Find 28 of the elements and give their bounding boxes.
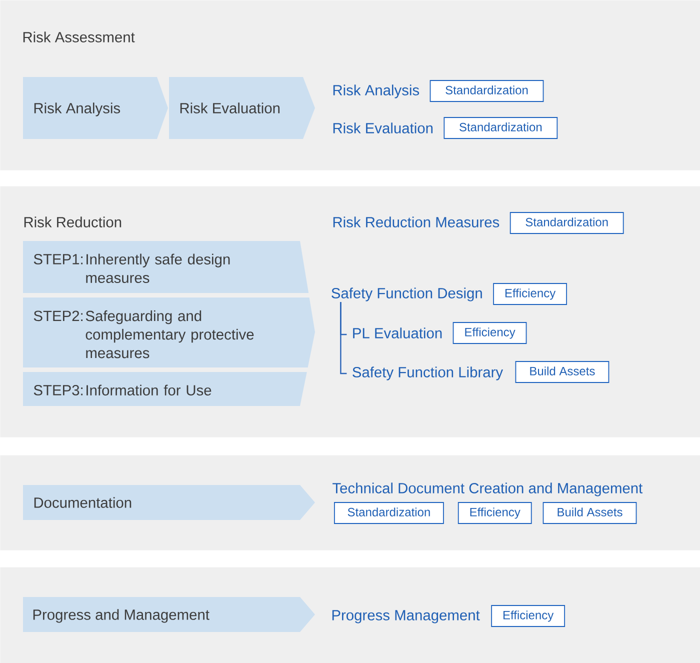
badge: Standardization — [510, 212, 624, 234]
badge: Efficiency — [458, 502, 532, 524]
chevron-box: Risk Evaluation — [169, 77, 315, 139]
badge: Efficiency — [452, 322, 527, 344]
connector-line — [340, 302, 347, 374]
badge: Efficiency — [491, 605, 566, 627]
chevron-box: Documentation — [23, 485, 315, 520]
item-title: Technical Document Creation and Management — [332, 482, 643, 496]
badge: Build Assets — [542, 502, 637, 524]
item-title: Safety Function Library — [352, 366, 504, 380]
step-band: STEP2: Safeguarding and complementary protective measures — [23, 298, 315, 368]
step-band: STEP3: Information for Use — [23, 372, 307, 406]
step-band: STEP1: Inherently safe design measures — [23, 241, 309, 293]
badge: Efficiency — [493, 283, 567, 305]
badge: Build Assets — [515, 361, 610, 383]
item-title: PL Evaluation — [353, 328, 442, 338]
badge: Standardization — [444, 117, 558, 139]
section-heading: Risk Assessment — [23, 32, 135, 42]
item-title: Risk Evaluation — [333, 122, 433, 134]
item-title: Progress Management — [332, 610, 480, 624]
item-title: Risk Analysis — [333, 84, 420, 98]
chevron-box: Progress and Management — [23, 597, 315, 632]
chevron-box: Risk Analysis — [23, 77, 168, 139]
badge: Standardization — [430, 80, 544, 102]
item-title: Risk Reduction Measures — [333, 216, 500, 228]
badge: Standardization — [334, 502, 444, 524]
item-title: Safety Function Design — [332, 288, 482, 302]
section-heading: Risk Reduction — [24, 216, 122, 228]
